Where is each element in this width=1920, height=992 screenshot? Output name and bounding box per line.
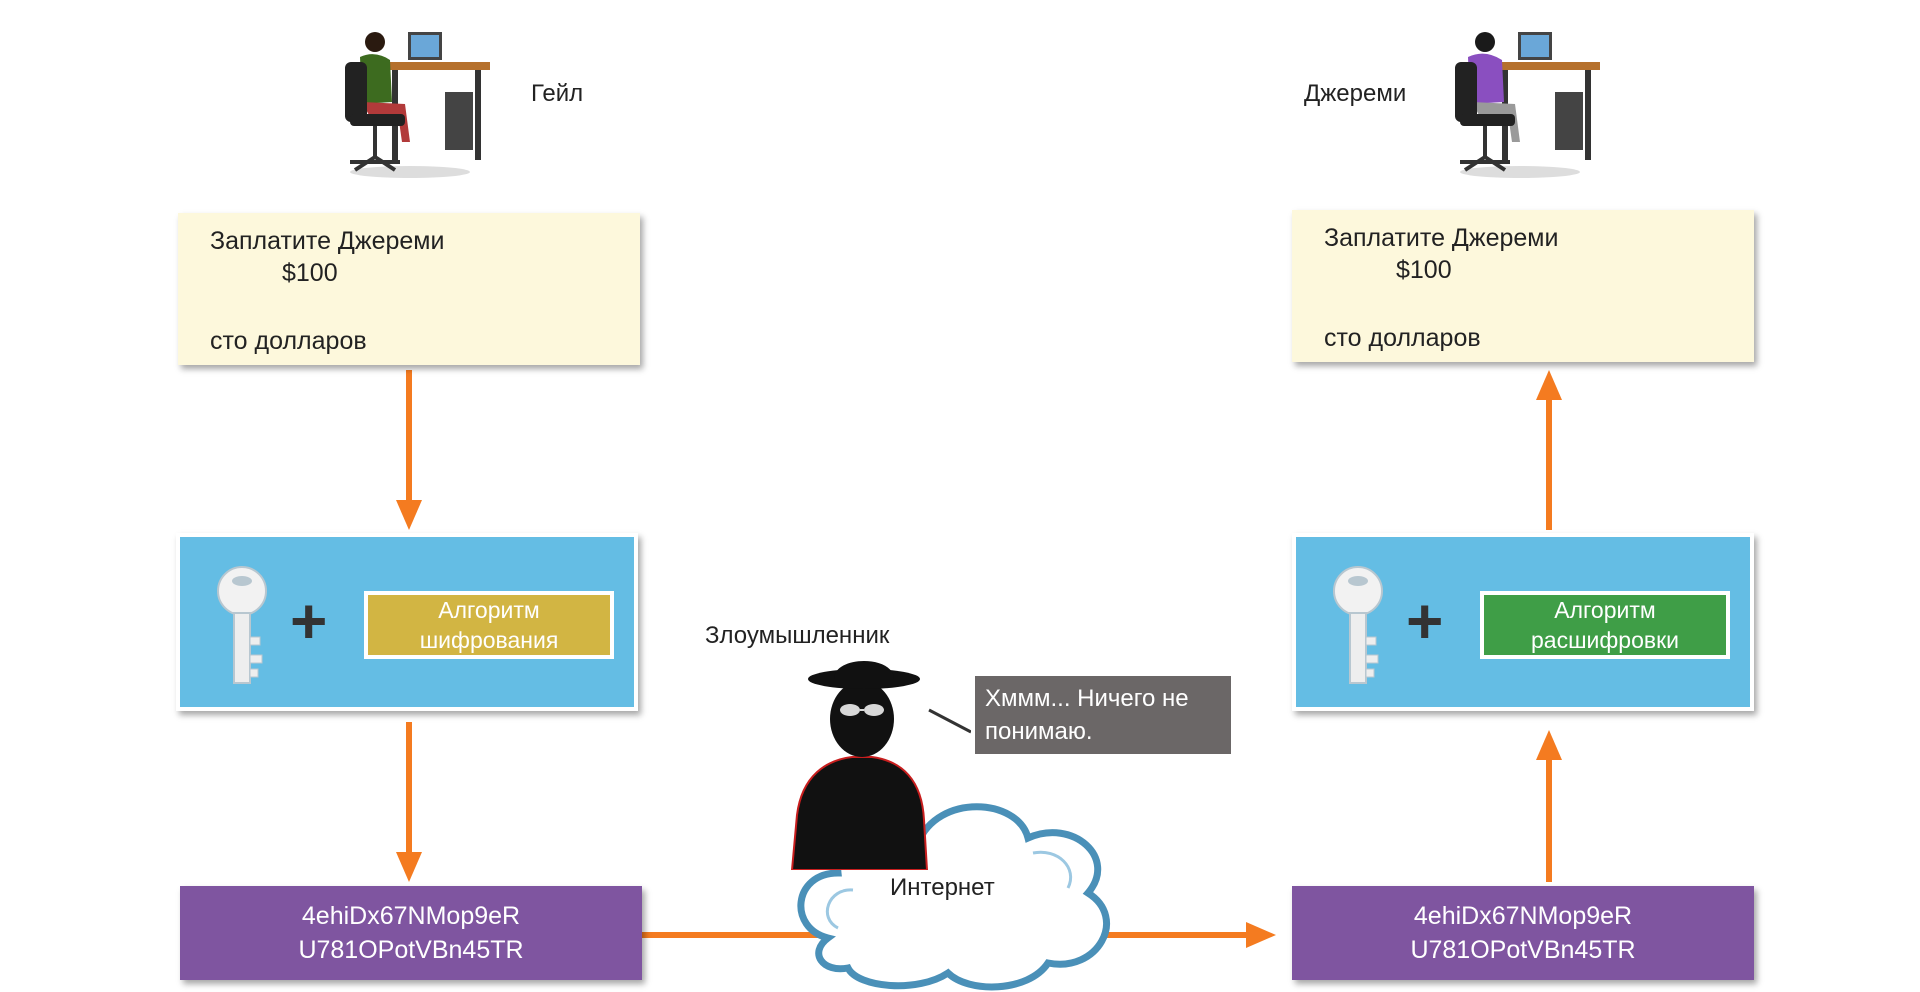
note-line2: $100: [282, 259, 338, 287]
plus-icon: +: [1406, 585, 1444, 657]
hacker-icon: [790, 661, 929, 870]
ciphertext-left: 4ehiDx67NMop9eR U781OPotVBn45TR: [180, 886, 642, 980]
internet-label: Интернет: [890, 874, 995, 901]
cipher-line1: 4ehiDx67NMop9eR: [1413, 902, 1633, 930]
key-icon: [1333, 566, 1383, 684]
algo-line1: Алгоритм: [438, 597, 540, 623]
speech-line1: Хммм... Ничего не: [985, 685, 1189, 712]
decryption-algorithm: Алгоритм расшифровки: [1480, 591, 1730, 659]
cipher-line2: U781OPotVBn45TR: [1410, 936, 1636, 964]
attacker-speech-bubble: Хммм... Ничего не понимаю.: [971, 676, 1231, 754]
arrow-decrypt-to-note: [1536, 370, 1562, 530]
plaintext-note-right: Заплатите Джереми $100 сто долларов: [1292, 210, 1754, 362]
plus-icon: +: [290, 585, 328, 657]
jeremy-name: Джереми: [1304, 80, 1407, 107]
attacker-label: Злоумышленник: [705, 622, 890, 649]
cipher-line2: U781OPotVBn45TR: [298, 936, 524, 964]
note-line1: Заплатите Джереми: [210, 227, 445, 255]
ciphertext-right: 4ehiDx67NMop9eR U781OPotVBn45TR: [1292, 886, 1754, 980]
algo-line2: расшифровки: [1530, 627, 1680, 653]
cipher-line1: 4ehiDx67NMop9eR: [301, 902, 521, 930]
arrow-note-to-encrypt: [396, 370, 422, 530]
key-icon: [217, 566, 267, 684]
note-line3: сто долларов: [210, 327, 367, 355]
speech-line2: понимаю.: [985, 718, 1093, 745]
plaintext-note-left: Заплатите Джереми $100 сто долларов: [178, 213, 640, 365]
man-at-desk-icon: [1455, 32, 1600, 178]
gale-name: Гейл: [531, 80, 584, 107]
note-line1: Заплатите Джереми: [1324, 224, 1559, 252]
speech-connector: [928, 708, 972, 734]
algo-line2: шифрования: [419, 627, 559, 653]
encryption-box: + Алгоритм шифрования: [176, 533, 638, 711]
note-line2: $100: [1396, 256, 1452, 284]
decryption-box: + Алгоритм расшифровки: [1292, 533, 1754, 711]
arrow-cipher-to-decrypt: [1536, 730, 1562, 882]
encryption-algorithm: Алгоритм шифрования: [364, 591, 614, 659]
arrow-encrypt-to-cipher: [396, 722, 422, 882]
woman-at-desk-icon: [345, 32, 490, 178]
algo-line1: Алгоритм: [1554, 597, 1656, 623]
note-line3: сто долларов: [1324, 324, 1481, 352]
